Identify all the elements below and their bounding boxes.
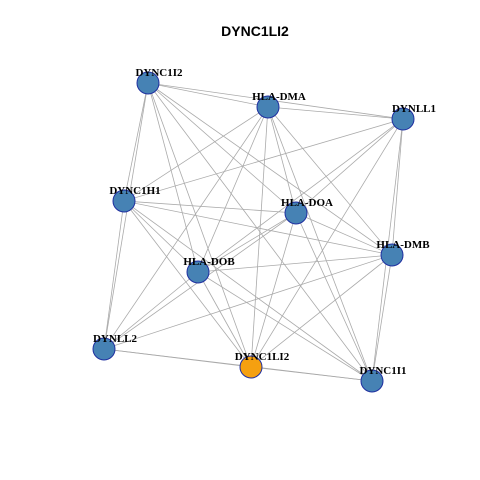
edge-dync1i2-dync1li2: [147, 82, 252, 368]
node-label-dynll1: DYNLL1: [392, 103, 436, 115]
node-dync1li2[interactable]: [239, 355, 263, 379]
edge-dync1i2-hla-dob: [147, 82, 199, 273]
edge-dync1i2-hla-dma: [147, 82, 269, 108]
node-dync1h1[interactable]: [112, 189, 136, 213]
node-label-dync1i2: DYNC1I2: [135, 67, 183, 79]
edge-hla-doa-dync1i1: [295, 212, 373, 382]
edge-dynll1-hla-dmb: [391, 118, 404, 256]
edge-dync1i2-hla-doa: [147, 82, 297, 214]
node-hla-dmb[interactable]: [380, 243, 404, 267]
node-dync1i1[interactable]: [360, 369, 384, 393]
node-hla-dob[interactable]: [186, 260, 210, 284]
node-label-dync1i1: DYNC1I1: [359, 365, 406, 377]
edge-dync1h1-hla-doa: [123, 200, 297, 214]
node-dync1i2[interactable]: [136, 71, 160, 95]
node-hla-doa[interactable]: [284, 201, 308, 225]
edge-hla-doa-hla-dmb: [295, 212, 393, 256]
edge-dync1i2-hla-dmb: [147, 82, 393, 256]
node-label-hla-dmb: HLA-DMB: [376, 239, 430, 251]
node-dynll1[interactable]: [391, 107, 415, 131]
edge-dync1h1-dync1i1: [123, 200, 373, 382]
edge-layer: [103, 82, 404, 382]
node-label-hla-doa: HLA-DOA: [281, 197, 333, 209]
edge-dync1i2-dynll2: [103, 82, 149, 350]
edge-hla-dmb-dynll2: [103, 254, 393, 350]
edge-hla-dma-dynll2: [103, 106, 269, 350]
edge-hla-dmb-dync1i1: [371, 254, 393, 382]
edge-dynll1-hla-doa: [295, 118, 404, 214]
edge-hla-dma-dync1i1: [267, 106, 373, 382]
node-label-dynll2: DYNLL2: [93, 333, 138, 345]
edge-hla-dma-dync1h1: [123, 106, 269, 202]
edge-dync1li2-dync1i1: [250, 366, 373, 382]
edge-dync1h1-hla-dmb: [123, 200, 393, 256]
diagram-title: DYNC1LI2: [221, 23, 289, 39]
node-label-dync1h1: DYNC1H1: [109, 185, 160, 197]
edge-hla-dma-dynll1: [267, 106, 404, 120]
node-label-hla-dob: HLA-DOB: [183, 256, 235, 268]
node-hla-dma[interactable]: [256, 95, 280, 119]
edge-dynll1-dync1li2: [250, 118, 404, 368]
edge-hla-dmb-dync1li2: [250, 254, 393, 368]
edge-hla-doa-dync1li2: [250, 212, 297, 368]
edge-dync1i2-dync1h1: [123, 82, 149, 202]
edge-hla-dma-hla-dmb: [267, 106, 393, 256]
edge-hla-dma-hla-doa: [267, 106, 297, 214]
node-dynll2[interactable]: [92, 337, 116, 361]
node-layer: [92, 71, 415, 393]
edge-hla-dob-dynll2: [103, 271, 199, 350]
node-label-hla-dma: HLA-DMA: [252, 91, 306, 103]
edge-hla-dma-hla-dob: [197, 106, 269, 273]
node-label-dync1li2: DYNC1LI2: [235, 351, 290, 363]
edge-hla-dmb-hla-dob: [197, 254, 393, 273]
edge-hla-dob-dync1i1: [197, 271, 373, 382]
edge-dync1h1-hla-dob: [123, 200, 199, 273]
edge-dync1h1-dynll2: [103, 200, 125, 350]
edge-hla-dma-dync1li2: [250, 106, 269, 368]
edge-hla-doa-hla-dob: [197, 212, 297, 273]
edge-dynll1-dync1h1: [123, 118, 404, 202]
edge-dync1h1-dync1li2: [123, 200, 252, 368]
edge-dynll1-hla-dob: [197, 118, 404, 273]
edge-hla-dob-dync1li2: [197, 271, 252, 368]
